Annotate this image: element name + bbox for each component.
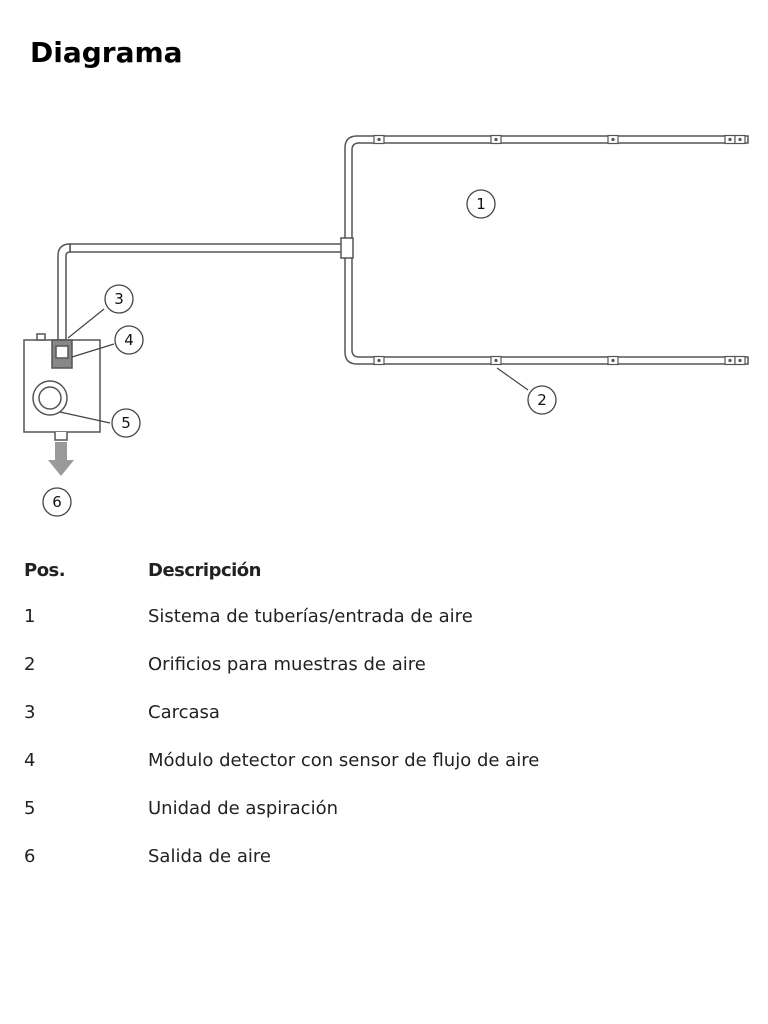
callout-4: 4 xyxy=(114,325,144,355)
sampling-holes xyxy=(373,134,746,366)
legend-pos: 4 xyxy=(24,749,36,771)
pipe-riser xyxy=(57,243,71,341)
housing-tab xyxy=(36,333,46,341)
callout-number: 4 xyxy=(124,331,134,349)
legend-row: 1 Sistema de tuberías/entrada de aire xyxy=(24,592,724,640)
callouts: 1 2 3 4 5 6 xyxy=(42,189,557,517)
legend-header-row: Pos. Descripción xyxy=(24,560,724,592)
callout-3: 3 xyxy=(104,284,134,314)
pipe-top-end-cap xyxy=(745,135,749,144)
callout-circle xyxy=(527,385,557,415)
legend-description: Salida de aire xyxy=(148,845,271,867)
callout-2: 2 xyxy=(527,385,557,415)
callout-circle xyxy=(466,189,496,219)
legend-table: Pos. Descripción 1 Sistema de tuberías/e… xyxy=(24,560,724,880)
legend-description: Unidad de aspiración xyxy=(148,797,338,819)
callout-circle xyxy=(111,408,141,438)
legend-pos: 3 xyxy=(24,701,36,723)
pipe-bottom-branch xyxy=(344,251,746,365)
sampling-hole-dot xyxy=(738,137,742,142)
legend-row: 4 Módulo detector con sensor de flujo de… xyxy=(24,736,724,784)
air-outlet-arrow xyxy=(48,442,74,476)
detector-housing xyxy=(23,333,101,441)
outlet-stub xyxy=(54,432,68,441)
legend-pos: 1 xyxy=(24,605,36,627)
legend-description: Carcasa xyxy=(148,701,220,723)
callout-6: 6 xyxy=(42,487,72,517)
legend-row: 3 Carcasa xyxy=(24,688,724,736)
callout-1: 1 xyxy=(466,189,496,219)
legend-row: 6 Salida de aire xyxy=(24,832,724,880)
legend-description: Orificios para muestras de aire xyxy=(148,653,426,675)
sampling-hole-dot xyxy=(738,358,742,363)
pipe-network xyxy=(57,135,749,365)
legend-description: Sistema de tuberías/entrada de aire xyxy=(148,605,473,627)
page-title: Diagrama xyxy=(30,36,183,69)
pipe-horizontal-main xyxy=(69,243,346,253)
sampling-hole-dot xyxy=(377,358,381,363)
legend-header-description: Descripción xyxy=(148,560,262,581)
legend-row: 5 Unidad de aspiración xyxy=(24,784,724,832)
detector-module-window xyxy=(55,345,69,359)
sampling-hole-dot xyxy=(728,137,732,142)
legend-row: 2 Orificios para muestras de aire xyxy=(24,640,724,688)
legend-pos: 5 xyxy=(24,797,36,819)
callout-circle xyxy=(104,284,134,314)
aspiration-unit-inner xyxy=(38,386,62,410)
callout-number: 3 xyxy=(114,290,124,308)
pipe-top-branch xyxy=(344,135,746,249)
legend-header-pos: Pos. xyxy=(24,560,66,581)
callout-number: 5 xyxy=(121,414,131,432)
legend-description: Módulo detector con sensor de flujo de a… xyxy=(148,749,540,771)
pipe-bottom-end-cap xyxy=(745,356,749,365)
callout-5: 5 xyxy=(111,408,141,438)
sampling-hole-dot xyxy=(728,358,732,363)
pipe-tee-joint xyxy=(340,237,354,259)
callout-circle xyxy=(114,325,144,355)
callout-number: 1 xyxy=(476,195,486,213)
sampling-hole-dot xyxy=(494,137,498,142)
sampling-hole-dot xyxy=(377,137,381,142)
legend-pos: 2 xyxy=(24,653,36,675)
pipe-system-diagram: 1 2 3 4 5 6 xyxy=(23,134,749,517)
callout-circle xyxy=(42,487,72,517)
sampling-hole-dot xyxy=(611,358,615,363)
sampling-hole-dot xyxy=(611,137,615,142)
callout-number: 2 xyxy=(537,391,547,409)
legend-pos: 6 xyxy=(24,845,36,867)
sampling-hole-dot xyxy=(494,358,498,363)
leader-lines xyxy=(59,308,529,424)
callout-number: 6 xyxy=(52,493,62,511)
